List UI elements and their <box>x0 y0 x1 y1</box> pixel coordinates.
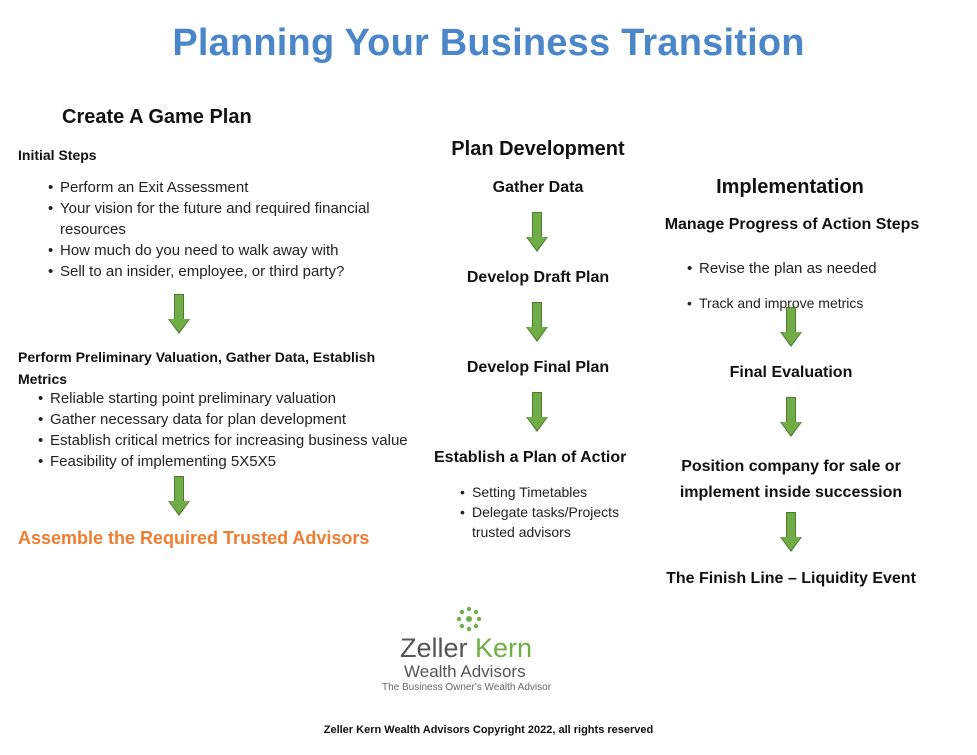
initial-steps-list: Perform an Exit Assessment Your vision f… <box>46 177 406 282</box>
finish-line-text: The Finish Line – Liquidity Event <box>666 570 916 587</box>
step-draft-plan: Develop Draft Plan <box>466 269 610 286</box>
list-item: Delegate tasks/Projects trusted advisors <box>458 502 648 542</box>
down-arrow-icon <box>526 302 548 342</box>
down-arrow-icon <box>168 294 190 334</box>
logo-subtitle: Wealth Advisors <box>404 662 526 681</box>
final-evaluation: Final Evaluation <box>729 364 853 381</box>
logo-name: Zeller Kern <box>400 633 532 664</box>
list-item: Revise the plan as needed <box>685 252 935 286</box>
list-item: Sell to an insider, employee, or third p… <box>46 261 406 282</box>
logo-name-first: Zeller <box>400 633 468 663</box>
list-item: How much do you need to walk away with <box>46 240 406 261</box>
initial-steps-label: Initial Steps <box>18 147 97 163</box>
step-plan-of-action: Establish a Plan of Actior <box>434 449 627 466</box>
game-plan-heading: Create A Game Plan <box>62 106 252 128</box>
implementation-heading: Implementation <box>716 176 864 198</box>
down-arrow-icon <box>168 476 190 516</box>
list-item: Your vision for the future and required … <box>46 198 406 240</box>
logo-name-second: Kern <box>475 633 533 663</box>
list-item: Track and improve metrics <box>685 286 935 320</box>
advisors-text: Assemble the Required Trusted Advisors <box>18 528 370 548</box>
action-items-list: Setting Timetables Delegate tasks/Projec… <box>458 482 648 542</box>
list-item: Perform an Exit Assessment <box>46 177 406 198</box>
list-item: Reliable starting point preliminary valu… <box>36 388 436 409</box>
copyright-footer: Zeller Kern Wealth Advisors Copyright 20… <box>323 724 654 736</box>
list-item: Gather necessary data for plan developme… <box>36 409 436 430</box>
list-item: Setting Timetables <box>458 482 648 502</box>
down-arrow-icon <box>780 397 802 437</box>
step-final-plan: Develop Final Plan <box>466 359 610 376</box>
list-item: Feasibility of implementing 5X5X5 <box>36 451 436 472</box>
logo-icon <box>456 606 482 632</box>
down-arrow-icon <box>780 307 802 347</box>
step-gather-data: Gather Data <box>492 179 584 196</box>
logo-tagline: The Business Owner's Wealth Advisor <box>382 682 552 693</box>
manage-items-list: Revise the plan as needed Track and impr… <box>685 252 935 320</box>
down-arrow-icon <box>526 212 548 252</box>
position-company-text: Position company for sale or implement i… <box>679 458 903 501</box>
down-arrow-icon <box>780 512 802 552</box>
list-item: Establish critical metrics for increasin… <box>36 430 436 451</box>
down-arrow-icon <box>526 392 548 432</box>
prelim-list: Reliable starting point preliminary valu… <box>36 388 436 472</box>
plan-development-heading: Plan Development <box>451 138 625 160</box>
manage-progress-label: Manage Progress of Action Steps <box>664 216 920 233</box>
prelim-label: Perform Preliminary Valuation, Gather Da… <box>18 349 376 387</box>
page-title: Planning Your Business Transition <box>172 22 805 64</box>
